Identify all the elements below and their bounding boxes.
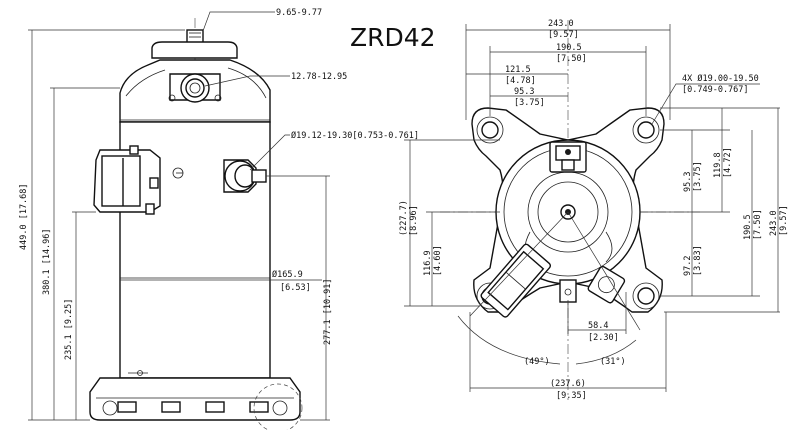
dim-height-235: 235.1 [9.25]: [64, 299, 74, 360]
dim-right-119: 119.8: [713, 152, 723, 178]
dim-left-227: (227.7): [399, 200, 409, 236]
dim-width-243-in: [9.57]: [548, 30, 579, 40]
dim-holes: 4X Ø19.00-19.50: [682, 73, 759, 84]
dim-58-in: [2.30]: [588, 333, 619, 343]
dim-left-227-in: [8.96]: [409, 205, 419, 236]
suction-fitting: [168, 73, 222, 103]
dim-width-190: 190.5: [556, 43, 582, 53]
dim-height-380: 380.1 [14.96]: [42, 228, 52, 295]
dim-suction-tube: 12.78-12.95: [291, 72, 347, 82]
dim-shell-diameter-in: [6.53]: [280, 283, 311, 293]
terminal-box: [93, 145, 161, 215]
dim-angle-49: (49°): [524, 357, 550, 367]
dim-right-97: 97.2: [683, 256, 693, 276]
dim-right-119-in: [4.72]: [723, 147, 733, 178]
model-title: ZRD42: [350, 23, 436, 52]
dim-shell-diameter: Ø165.9: [272, 269, 303, 280]
top-cap: [151, 41, 238, 59]
suction-fitting-top: [587, 265, 626, 304]
dim-width-190-in: [7.50]: [556, 54, 587, 64]
dim-right-243-in: [9.57]: [779, 205, 789, 236]
dim-121-in: [4.78]: [505, 76, 536, 86]
dim-width-243: 243.0: [548, 19, 574, 29]
dim-right-95: 95.3: [683, 172, 693, 192]
dim-right-190-in: [7.50]: [753, 209, 763, 240]
dim-width-237: (237.6): [550, 379, 586, 389]
dim-121: 121.5: [505, 65, 531, 75]
dim-left-116-in: [4.60]: [433, 245, 443, 276]
dim-right-190: 190.5: [743, 214, 753, 240]
dim-width-237-in: [9.35]: [556, 391, 587, 401]
top-fitting: [186, 29, 204, 45]
dim-58: 58.4: [588, 321, 608, 331]
dim-holes-in: [0.749-0.767]: [682, 85, 749, 95]
dim-left-116: 116.9: [423, 250, 433, 276]
dim-total-height: 449.0 [17.68]: [19, 183, 29, 250]
dim-right-97-in: [3.83]: [693, 245, 703, 276]
base-plate: [89, 377, 301, 421]
dim-angle-31: (31°): [600, 357, 626, 367]
dim-discharge-tube: Ø19.12-19.30[0.753-0.761]: [291, 130, 419, 141]
terminal-box-top: [480, 243, 552, 318]
discharge-block: [549, 141, 587, 173]
dim-fitting-height: 9.65-9.77: [276, 8, 322, 18]
dim-95-h: 95.3: [514, 87, 534, 97]
discharge-fitting: [223, 159, 267, 193]
dim-height-277: 277.1 [10.91]: [323, 278, 333, 345]
dim-right-95-in: [3.75]: [693, 161, 703, 192]
side-view: 9.65-9.77 12.78-12.95 Ø19.12-19.30[0.753…: [19, 8, 419, 430]
top-view: 243.0 [9.57] 190.5 [7.50] 121.5 [4.78] 9…: [399, 19, 789, 401]
dim-95-h-in: [3.75]: [514, 98, 545, 108]
dim-right-243: 243.0: [769, 210, 779, 236]
